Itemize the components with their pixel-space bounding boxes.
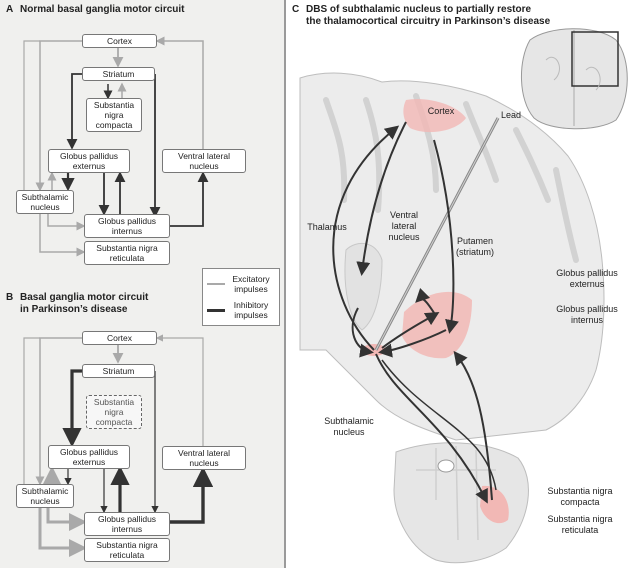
legend-excitatory: Excitatory impulses	[232, 274, 270, 294]
label-lead: Lead	[500, 110, 522, 120]
panel-a-arrows	[23, 36, 209, 257]
legend: Excitatory impulses Inhibitory impulses	[202, 268, 280, 326]
panel-a-gpe-box: Globus pallidus externus	[48, 149, 130, 173]
panel-a-stn-box: Subthalamic nucleus	[16, 190, 74, 214]
label-stn: Subthalamic nucleus	[324, 416, 374, 437]
legend-inhibitory: Inhibitory impulses	[233, 300, 269, 320]
label-vl: Ventral lateral nucleus	[388, 210, 420, 242]
panel-a-snc-box: Substantia nigra compacta	[86, 98, 142, 132]
panel-divider	[284, 0, 286, 568]
coronal-thumbnail	[521, 28, 628, 130]
panel-b-title: B Basal ganglia motor circuit in Parkinso…	[6, 292, 148, 316]
panel-a-cortex-box: Cortex	[82, 34, 157, 48]
label-snr: Substantia nigra reticulata	[547, 514, 613, 535]
panel-ab: A Normal basal ganglia motor circuit	[0, 0, 284, 568]
panel-c-title: C DBS of subthalamic nucleus to partially…	[292, 4, 550, 28]
panel-c-title-line1: DBS of subthalamic nucleus to partially …	[306, 4, 532, 15]
cortex-highlight	[403, 98, 466, 133]
panel-b-cortex-box: Cortex	[82, 331, 157, 345]
panel-a-title-text: Normal basal ganglia motor circuit	[20, 4, 185, 15]
label-snc: Substantia nigra compacta	[547, 486, 613, 507]
panel-c-title-line2: the thalamocortical circuitry in Parkins…	[306, 16, 551, 27]
panel-b-letter: B	[6, 292, 14, 303]
panel-c-letter: C	[292, 4, 300, 15]
panel-b-title-line2: in Parkinson’s disease	[20, 304, 128, 315]
panel-b-title-line1: Basal ganglia motor circuit	[20, 292, 149, 303]
panel-b-striatum-box: Striatum	[82, 364, 155, 378]
label-gpi: Globus pallidus internus	[556, 304, 618, 325]
panel-a-title: A Normal basal ganglia motor circuit	[6, 4, 184, 16]
panel-a-snr-box: Substantia nigra reticulata	[84, 241, 170, 265]
thumbnail-focus-box	[571, 31, 619, 87]
label-cortex: Cortex	[427, 106, 455, 116]
panel-b-gpi-box: Globus pallidus internus	[84, 512, 170, 536]
brain-illustration	[299, 28, 628, 564]
label-putamen: Putamen (striatum)	[456, 236, 494, 257]
panel-b-vl-box: Ventral lateral nucleus	[162, 446, 246, 470]
excitatory-swatch	[207, 283, 225, 285]
panel-b-gpe-box: Globus pallidus externus	[48, 445, 130, 469]
panel-b-snr-box: Substantia nigra reticulata	[84, 538, 170, 562]
panel-a-vl-box: Ventral lateral nucleus	[162, 149, 246, 173]
inhibitory-swatch	[207, 309, 225, 312]
panel-b-snc-box: Substantia nigra compacta	[86, 395, 142, 429]
panel-c: C DBS of subthalamic nucleus to partially…	[286, 0, 640, 568]
panel-a-striatum-box: Striatum	[82, 67, 155, 81]
panel-a-letter: A	[6, 4, 14, 15]
panel-a-gpi-box: Globus pallidus internus	[84, 214, 170, 238]
label-gpe: Globus pallidus externus	[556, 268, 618, 289]
brainstem	[393, 442, 529, 564]
label-thalamus: Thalamus	[307, 222, 347, 232]
panel-b-stn-box: Subthalamic nucleus	[16, 484, 74, 508]
